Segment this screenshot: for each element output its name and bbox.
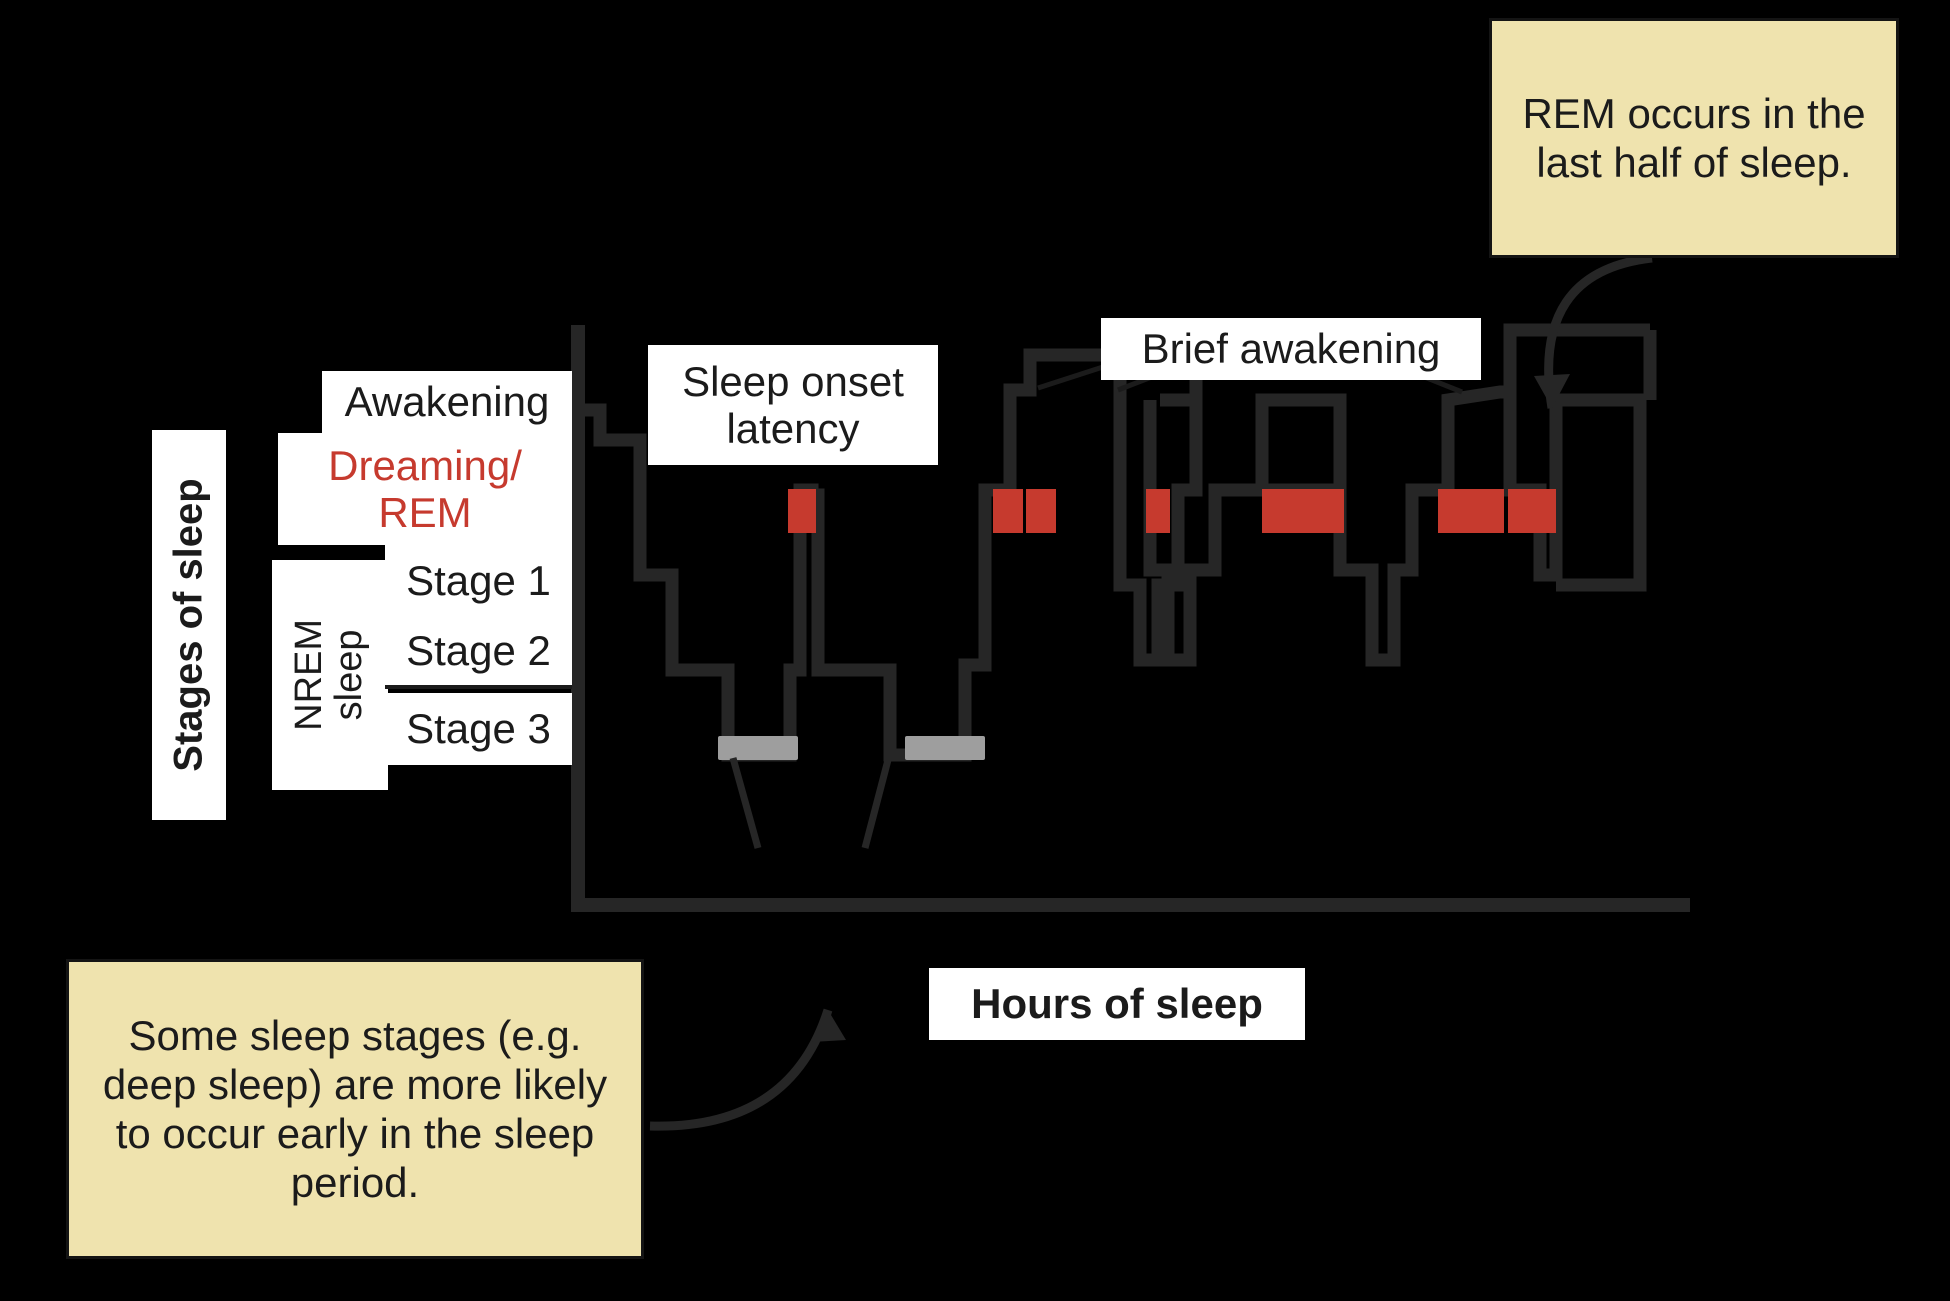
- y-axis-title-plate: Stages of sleep: [152, 430, 226, 820]
- rem-note-arrow: [1534, 253, 1653, 409]
- y-level-rem: Dreaming/ REM: [278, 433, 572, 545]
- note-rem-last-half-text: REM occurs in the last half of sleep.: [1522, 89, 1866, 186]
- rem-block: [1438, 489, 1504, 533]
- y-level-rem-line2: REM: [378, 489, 472, 536]
- rem-block: [1508, 489, 1556, 533]
- nrem-bracket-plate: NREM sleep: [272, 560, 388, 790]
- y-level-awakening: Awakening: [322, 371, 572, 433]
- y-level-stage2: Stage 2: [385, 617, 572, 689]
- deep-sleep-leaders: [729, 757, 892, 849]
- y-level-awakening-label: Awakening: [344, 378, 550, 426]
- brief-awakening-label: Brief awakening: [1141, 325, 1441, 373]
- note-deep-sleep-early: Some sleep stages (e.g. deep sleep) are …: [66, 959, 644, 1259]
- y-level-stage2-label: Stage 2: [406, 627, 551, 675]
- nrem-bracket-label: NREM sleep: [288, 619, 370, 731]
- rem-blocks: [788, 489, 1556, 533]
- y-axis-title: Stages of sleep: [167, 478, 211, 772]
- x-axis-title: Hours of sleep: [971, 980, 1263, 1028]
- y-level-rem-line1: Dreaming/: [328, 441, 522, 489]
- y-level-stage1: Stage 1: [385, 545, 572, 617]
- bottom-note-arrow: [649, 1008, 846, 1131]
- y-level-stage1-label: Stage 1: [406, 557, 551, 605]
- rem-block: [993, 489, 1023, 533]
- x-axis-title-plate: Hours of sleep: [929, 968, 1305, 1040]
- sleep-onset-line2: latency: [726, 405, 860, 452]
- deep-sleep-block: [905, 736, 985, 760]
- deep-sleep-block: [718, 736, 798, 760]
- rem-block: [1026, 489, 1056, 533]
- y-level-stage3-label: Stage 3: [406, 705, 551, 753]
- sleep-onset-line1: Sleep onset: [682, 357, 904, 405]
- note-rem-last-half: REM occurs in the last half of sleep.: [1489, 18, 1899, 258]
- rem-block: [1262, 489, 1344, 533]
- rem-block: [788, 489, 816, 533]
- annotation-sleep-onset-latency: Sleep onset latency: [648, 345, 938, 465]
- note-deep-sleep-early-text: Some sleep stages (e.g. deep sleep) are …: [102, 1011, 608, 1207]
- deep-sleep-blocks: [718, 736, 985, 760]
- annotation-brief-awakening: Brief awakening: [1101, 318, 1481, 380]
- rem-block: [1146, 489, 1170, 533]
- y-level-stage3: Stage 3: [385, 693, 572, 765]
